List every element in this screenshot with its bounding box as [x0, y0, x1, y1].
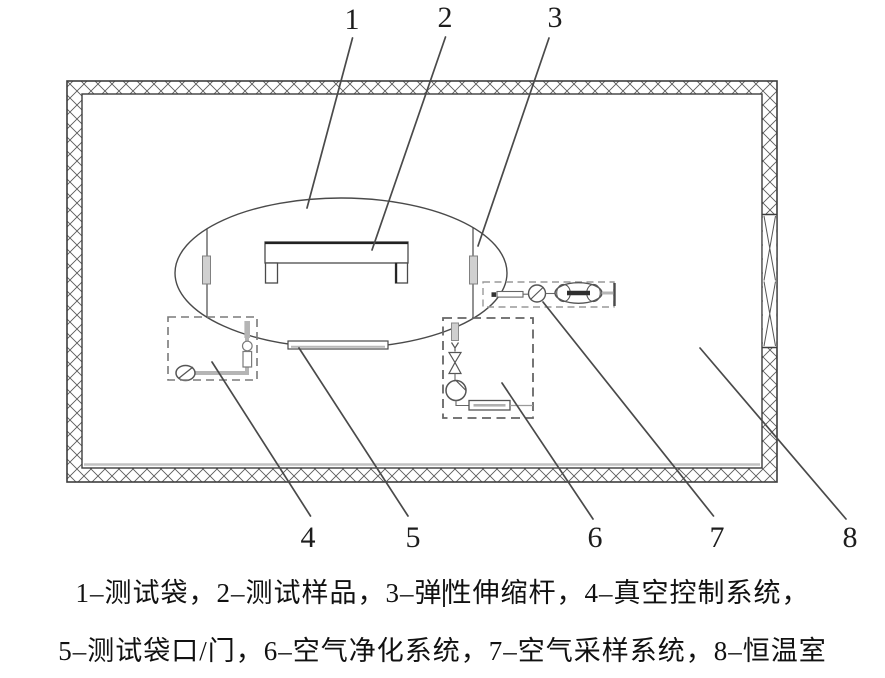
- figure-legend: 1–测试袋，2–测试样品，3–弹性伸缩杆，4–真空控制系统， 5–测试袋口/门，…: [0, 577, 885, 668]
- legend-line-1-text-a: 1–测试袋，2–测试样品，3–弹: [75, 578, 443, 608]
- leader-line-3: [477, 37, 550, 247]
- text-cursor: [442, 579, 445, 607]
- flow-arrow-icon: [450, 342, 460, 352]
- bag-door: [287, 340, 389, 350]
- telescopic-rod-left: [202, 228, 211, 318]
- test-bag: [174, 197, 508, 350]
- leader-line-1: [306, 37, 354, 209]
- purge-valve-icon: [447, 351, 463, 375]
- leader-line-2: [371, 36, 447, 251]
- leader-line-5: [298, 347, 409, 517]
- legend-line-2: 5–测试袋口/门，6–空气净化系统，7–空气采样系统，8–恒温室: [0, 635, 885, 668]
- vacuum-pump-icon: [175, 364, 196, 382]
- air-purification-system: [442, 317, 534, 419]
- bag-port: [244, 321, 250, 338]
- leader-line-6: [501, 382, 594, 520]
- schematic-drawing: [66, 36, 847, 520]
- blower-icon: [554, 282, 603, 305]
- telescopic-rod-right: [469, 227, 478, 319]
- callout-5: 5: [405, 521, 421, 554]
- leader-line-7: [542, 301, 715, 517]
- bag-port-2: [451, 322, 459, 341]
- leader-line-8: [699, 347, 847, 520]
- purification-pump-icon: [445, 379, 467, 402]
- purification-system-boundary: [442, 317, 534, 419]
- leader-lines: [211, 36, 847, 520]
- leader-line-4: [211, 361, 312, 517]
- callout-4: 4: [300, 521, 316, 554]
- vacuum-system-boundary: [167, 316, 258, 381]
- valve-body-icon: [242, 350, 253, 368]
- legend-line-1: 1–测试袋，2–测试样品，3–弹性伸缩杆，4–真空控制系统，: [0, 577, 885, 610]
- chamber-wall: [66, 80, 778, 483]
- sensor-icon: [241, 340, 253, 352]
- callout-2: 2: [437, 1, 453, 34]
- filter-icon: [468, 399, 511, 411]
- sampling-probe-icon: [496, 290, 524, 298]
- callout-3: 3: [547, 1, 563, 34]
- wall-window-damper: [762, 213, 777, 349]
- callout-1: 1: [344, 3, 360, 36]
- vacuum-pipe: [193, 336, 249, 375]
- callout-6: 6: [587, 521, 603, 554]
- air-sampling-system: [482, 281, 616, 308]
- callout-7: 7: [709, 521, 725, 554]
- vacuum-control-system: [167, 316, 258, 382]
- legend-line-2-text: 5–测试袋口/门，6–空气净化系统，7–空气采样系统，8–恒温室: [58, 636, 827, 666]
- sampling-tap-dot: [491, 292, 497, 297]
- legend-line-1-text-b: 性伸缩杆，4–真空控制系统，: [444, 578, 810, 608]
- test-sample-bench: [264, 241, 409, 284]
- callout-8: 8: [842, 521, 858, 554]
- sampling-pump-icon: [527, 284, 547, 303]
